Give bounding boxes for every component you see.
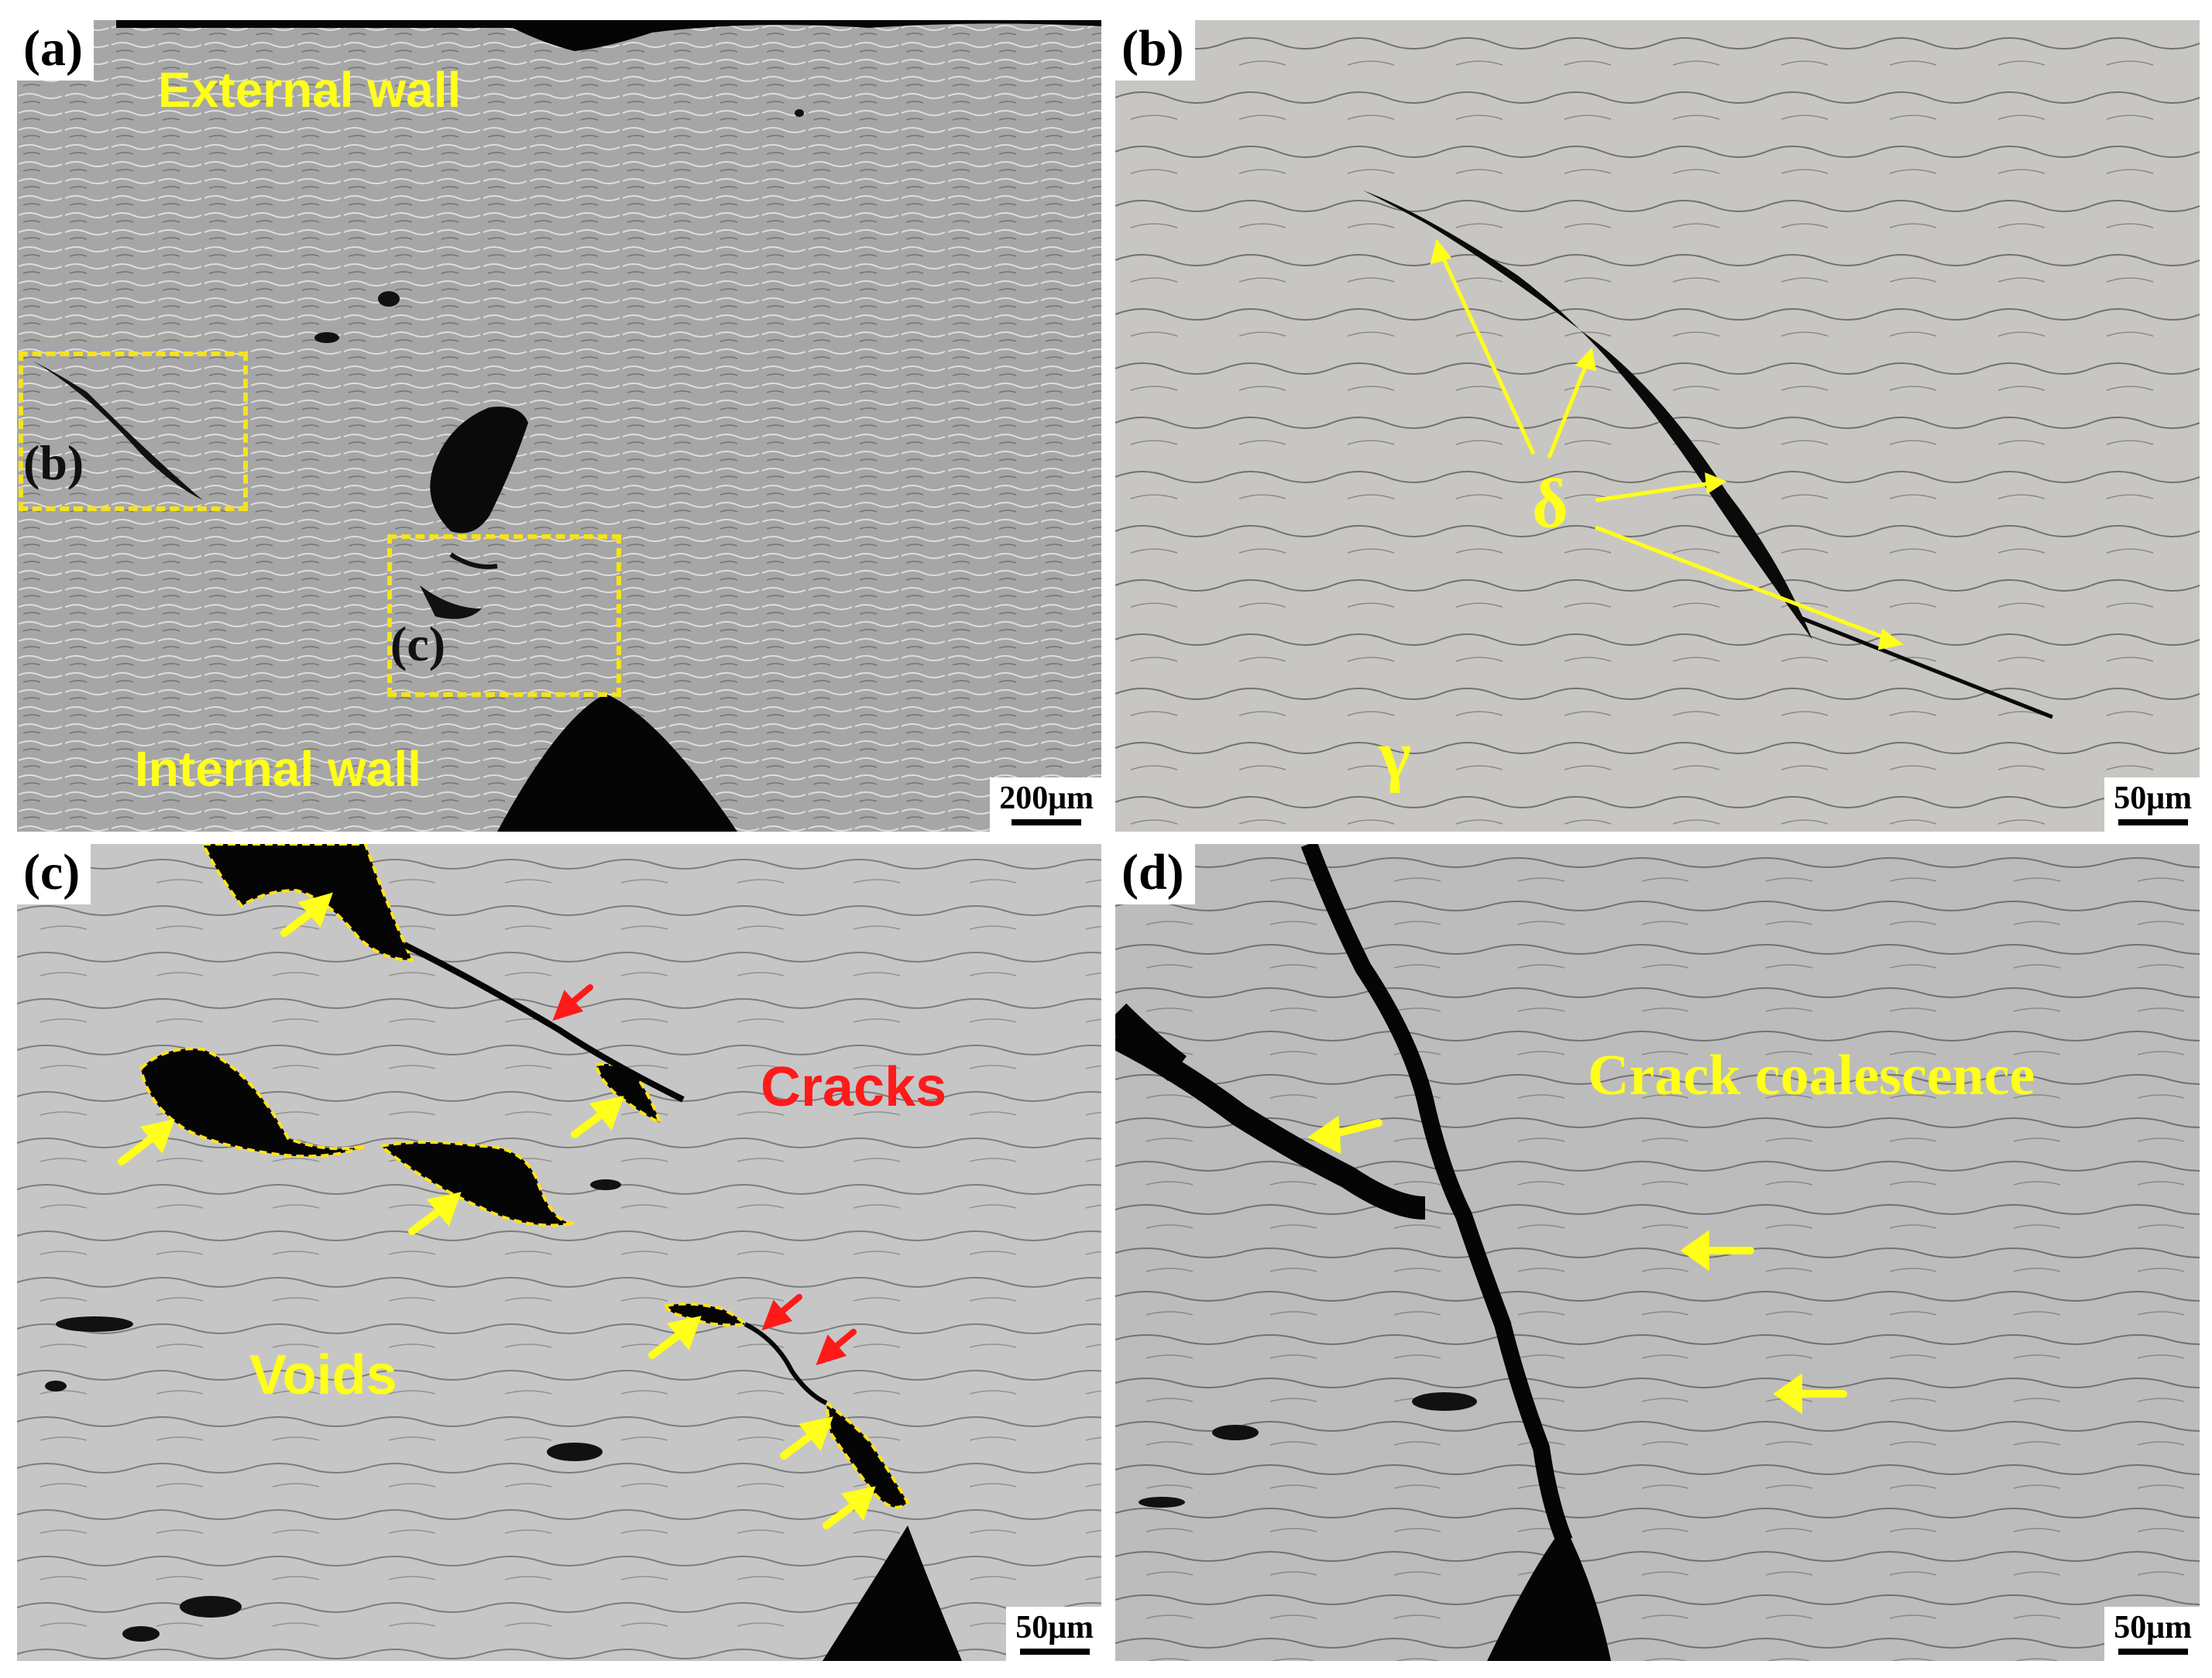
scale-bar-c-text: 50μm [1015,1610,1094,1645]
panel-d-image [1115,844,2200,1661]
scale-bar-a-line [1012,819,1082,825]
panel-d-letter: (d) [1115,844,1195,904]
cracks-label: Cracks [761,1056,947,1118]
scale-bar-b: 50μm [2104,777,2200,832]
scale-bar-c-line [1019,1649,1090,1655]
inset-b-label: (b) [23,435,84,490]
delta-phase-label: δ [1532,465,1568,542]
panel-d-micrograph: (d) Crack coalescence 50μm [1115,844,2200,1661]
scale-bar-a: 200μm [990,777,1101,832]
panel-b-image [1115,20,2200,832]
gamma-phase-label: γ [1379,717,1412,794]
scale-bar-b-text: 50μm [2114,781,2192,816]
panel-b-letter: (b) [1115,20,1195,81]
inset-c-label: (c) [390,616,446,671]
panel-a-micrograph: (a) External wall Internal wall (b) (c) … [17,20,1101,832]
inset-box-b [19,352,248,511]
scale-bar-a-text: 200μm [999,781,1094,816]
inset-box-c [387,534,621,697]
voids-label: Voids [249,1344,397,1406]
crack-coalescence-label: Crack coalescence [1588,1044,2035,1107]
panel-c-image [17,844,1101,1661]
scale-bar-d: 50μm [2104,1607,2200,1661]
scale-bar-d-text: 50μm [2114,1610,2192,1645]
panel-a-letter: (a) [17,20,94,81]
panel-b-micrograph: (b) δ γ 50μm [1115,20,2200,832]
scale-bar-d-line [2118,1649,2188,1655]
scale-bar-c: 50μm [1006,1607,1101,1661]
scale-bar-b-line [2118,819,2188,825]
panel-c-micrograph: (c) Cracks Voids 50μm [17,844,1101,1661]
panel-a-image [17,20,1101,832]
panel-c-letter: (c) [17,844,91,904]
external-wall-label: External wall [158,62,462,118]
internal-wall-label: Internal wall [135,741,421,797]
